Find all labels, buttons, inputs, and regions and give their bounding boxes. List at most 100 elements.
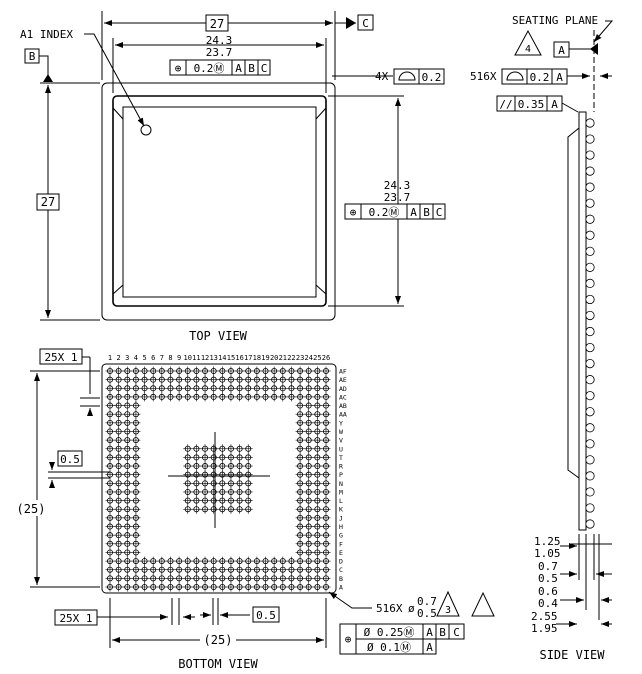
svg-text:B: B	[248, 62, 255, 75]
solder-ball	[312, 383, 323, 394]
side-solder-ball	[585, 326, 595, 337]
solder-ball	[234, 452, 245, 463]
side-solder-ball	[585, 230, 595, 240]
solder-ball	[208, 573, 219, 584]
solder-ball	[295, 556, 305, 566]
solder-ball	[113, 556, 124, 566]
solder-ball	[113, 461, 124, 471]
solder-ball	[122, 366, 133, 376]
solder-ball	[182, 443, 193, 454]
svg-text:⊕: ⊕	[175, 62, 182, 75]
solder-ball	[295, 426, 305, 437]
solder-ball	[200, 582, 210, 592]
row-label: L	[339, 497, 343, 505]
solder-ball	[277, 383, 288, 394]
solder-ball	[321, 426, 331, 437]
solder-ball	[113, 478, 124, 489]
solder-ball	[295, 461, 305, 471]
solder-ball	[226, 443, 236, 454]
datum-a: A	[558, 44, 565, 57]
solder-ball	[182, 366, 193, 376]
side-solder-ball	[585, 214, 595, 224]
solder-ball	[182, 495, 193, 506]
side-view-label: SIDE VIEW	[539, 648, 605, 662]
solder-ball	[243, 573, 254, 584]
solder-ball	[269, 582, 280, 592]
ball-dia-min: 0.5	[417, 607, 437, 620]
column-label: 18	[253, 354, 261, 362]
solder-ball	[312, 478, 323, 489]
solder-ball	[295, 530, 305, 541]
solder-ball	[139, 582, 150, 592]
solder-ball	[105, 512, 115, 523]
solder-ball	[286, 374, 297, 385]
side-solder-ball	[585, 407, 595, 417]
side-solder-ball	[585, 262, 595, 272]
svg-text:Ø 0.1Ⓜ: Ø 0.1Ⓜ	[367, 641, 411, 654]
solder-ball	[312, 564, 323, 575]
solder-ball	[131, 582, 141, 592]
column-label: 6	[151, 354, 155, 362]
solder-ball	[243, 392, 254, 402]
solder-ball	[312, 374, 323, 385]
solder-ball	[234, 487, 245, 497]
row-label: D	[339, 558, 343, 566]
solder-ball	[217, 461, 228, 471]
coplanarity-value: 0.2	[530, 71, 550, 84]
side-solder-ball	[585, 439, 595, 449]
solder-ball	[122, 469, 133, 480]
solder-ball	[156, 582, 167, 592]
solder-ball	[182, 487, 193, 497]
solder-ball	[113, 366, 124, 376]
solder-ball	[122, 409, 133, 420]
solder-ball	[269, 556, 280, 566]
solder-ball	[295, 512, 305, 523]
row-label: E	[339, 549, 343, 557]
solder-ball	[113, 512, 124, 523]
dia-symbol: ø	[408, 602, 415, 615]
solder-ball	[131, 417, 141, 428]
solder-ball	[156, 392, 167, 402]
seating-plane-label: SEATING PLANE	[512, 14, 598, 27]
solder-ball	[303, 538, 314, 549]
solder-ball	[191, 469, 202, 480]
solder-ball	[303, 366, 314, 376]
row-label: B	[339, 575, 343, 583]
ball-size-bottom: 0.5	[256, 609, 276, 622]
fcf-right: ⊕ 0.2Ⓜ A B C	[344, 203, 446, 220]
solder-ball	[182, 582, 193, 592]
solder-ball	[312, 512, 323, 523]
solder-ball	[122, 452, 133, 463]
solder-ball	[295, 582, 305, 592]
solder-ball	[200, 469, 210, 480]
a1-index-mark	[140, 124, 152, 136]
solder-ball	[208, 556, 219, 566]
solder-ball	[303, 556, 314, 566]
solder-ball	[312, 392, 323, 402]
solder-ball	[295, 366, 305, 376]
solder-ball	[269, 564, 280, 575]
solder-ball	[105, 374, 115, 385]
solder-ball	[113, 417, 124, 428]
solder-ball	[208, 452, 219, 463]
solder-ball	[234, 443, 245, 454]
solder-ball	[122, 426, 133, 437]
solder-ball	[243, 469, 254, 480]
solder-ball	[113, 530, 124, 541]
solder-ball	[321, 469, 331, 480]
solder-ball	[260, 366, 271, 376]
solder-ball	[269, 374, 280, 385]
solder-ball	[165, 392, 176, 402]
solder-ball	[303, 443, 314, 454]
solder-ball	[295, 409, 305, 420]
solder-ball	[226, 487, 236, 497]
svg-text:0.2Ⓜ: 0.2Ⓜ	[194, 62, 225, 75]
solder-ball	[234, 504, 245, 515]
solder-ball	[208, 366, 219, 376]
svg-text:⊕: ⊕	[345, 633, 352, 646]
svg-text:⊕: ⊕	[350, 206, 357, 219]
row-label: AB	[339, 402, 347, 410]
solder-ball	[303, 564, 314, 575]
solder-ball	[131, 374, 141, 385]
